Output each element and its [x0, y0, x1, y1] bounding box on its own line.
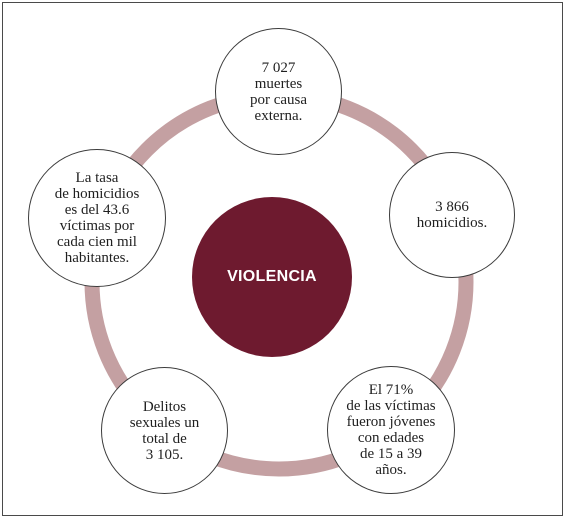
diagram-frame	[2, 2, 563, 516]
node-young-victims-text: El 71% de las víctimas fueron jóvenes co…	[346, 382, 436, 478]
node-homicide-rate-text: La tasa de homicidios es del 43.6 víctim…	[54, 170, 140, 266]
node-homicides-text: 3 866 homicidios.	[416, 199, 488, 231]
center-circle: VIOLENCIA	[192, 197, 352, 357]
center-label: VIOLENCIA	[227, 268, 317, 285]
node-sexual-crimes-text: Delitos sexuales un total de 3 105.	[129, 398, 200, 463]
node-external-deaths: 7 027 muertes por causa externa.	[215, 28, 342, 155]
node-homicide-rate: La tasa de homicidios es del 43.6 víctim…	[28, 149, 166, 287]
node-sexual-crimes: Delitos sexuales un total de 3 105.	[101, 367, 228, 494]
node-young-victims: El 71% de las víctimas fueron jóvenes co…	[327, 366, 455, 494]
node-homicides: 3 866 homicidios.	[389, 152, 515, 278]
node-external-deaths-text: 7 027 muertes por causa externa.	[249, 59, 308, 124]
